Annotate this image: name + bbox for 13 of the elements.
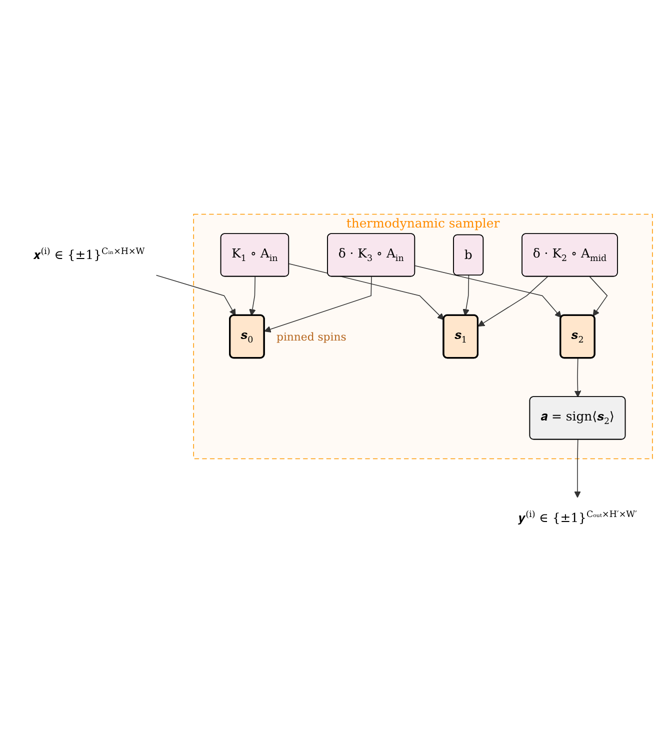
arrow	[478, 276, 548, 327]
arrow	[462, 275, 470, 316]
arrow	[288, 264, 444, 320]
arrow	[589, 276, 608, 317]
arrow	[574, 440, 581, 498]
arrow	[574, 358, 582, 398]
arrow	[156, 275, 236, 316]
node-text: 𝒙$^{(i)}$ ∈ {±1}$^{Cᵢₙ×H×W}$	[32, 246, 145, 262]
annotation-text: pinned spins	[276, 330, 346, 344]
arrow	[264, 276, 372, 333]
node-text: 𝒚$^{(i)}$ ∈ {±1}$^{Cₒᵤₜ×H′×W′}$	[518, 509, 638, 526]
arrow	[249, 276, 256, 316]
arrow	[414, 266, 562, 318]
